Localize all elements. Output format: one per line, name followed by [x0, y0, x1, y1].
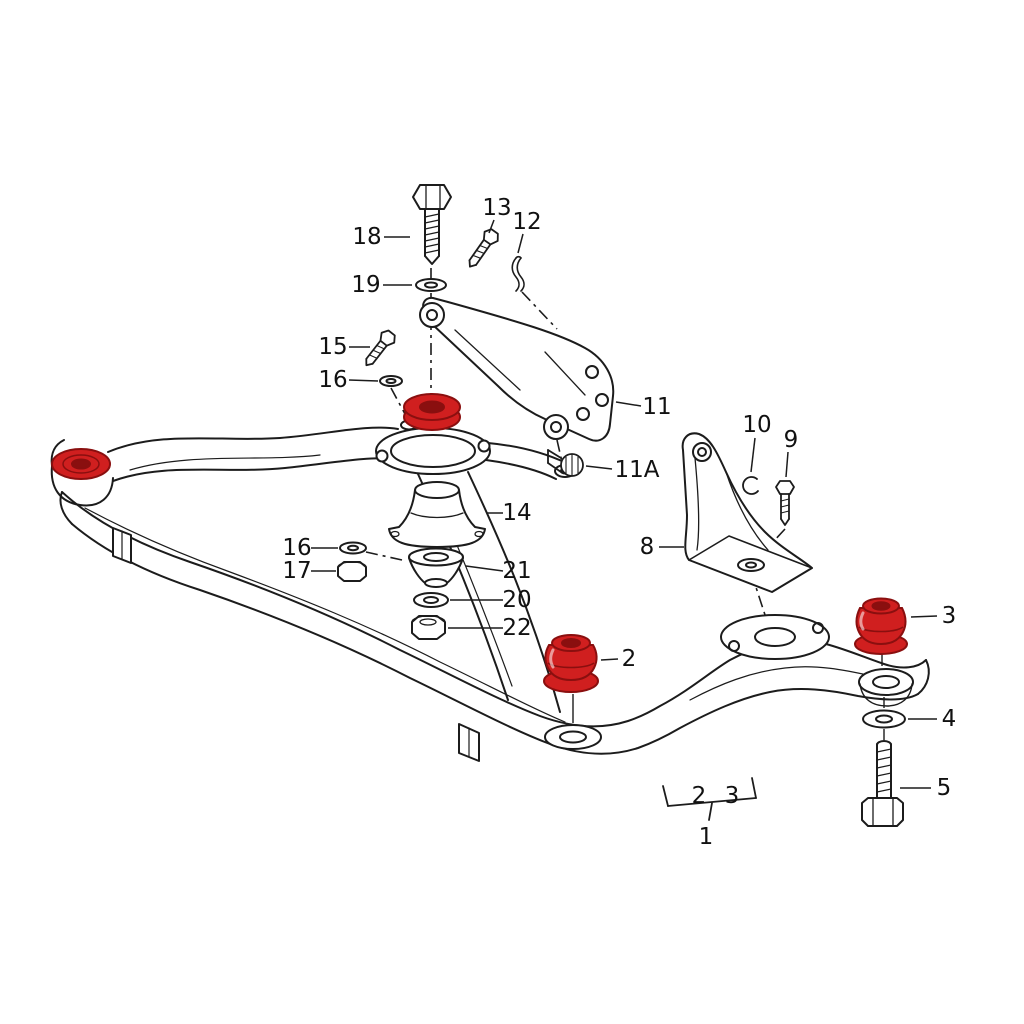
part-label-8: 8: [640, 534, 655, 560]
part-label-11a: 11A: [614, 457, 659, 483]
bolt-11a: [547, 449, 584, 477]
part-label-9: 9: [784, 427, 799, 453]
leader-line-12: [517, 233, 524, 254]
bolt-18: [412, 184, 452, 265]
bolt-5: [861, 740, 904, 827]
leader-line-10: [750, 437, 756, 473]
leader-line-11a: [585, 465, 613, 470]
bushing-3-highlight: [854, 597, 908, 655]
part-label-21: 21: [502, 558, 531, 584]
bushing-2-highlight: [543, 634, 599, 693]
group-bracket-1: [662, 777, 757, 821]
part-label-12: 12: [512, 209, 541, 235]
part-label-1: 1: [699, 824, 714, 850]
part-label-15: 15: [318, 334, 347, 360]
part-label-16-top: 16: [318, 367, 347, 393]
part-label-17: 17: [282, 558, 311, 584]
washer-20: [413, 592, 449, 608]
leader-line-3: [910, 615, 938, 618]
cotter-pin-12: [511, 255, 525, 292]
leader-line-21: [465, 565, 504, 572]
part-label-14: 14: [502, 500, 531, 526]
axis-lines-thin: [572, 652, 885, 740]
washer-19: [415, 278, 447, 292]
leader-line-11: [615, 401, 642, 407]
part-label-18: 18: [352, 224, 381, 250]
subframe-right-mount-flange: [720, 614, 914, 707]
leader-line-9: [785, 451, 789, 478]
leader-line-16-top: [348, 379, 379, 382]
part-label-4: 4: [942, 706, 957, 732]
part-label-10: 10: [742, 412, 771, 438]
bracket-8: [681, 432, 813, 593]
clip-10: [742, 476, 759, 495]
bolt-13: [468, 228, 499, 268]
left-subframe-bushing-highlight: [51, 448, 111, 480]
part-label-22: 22: [502, 615, 531, 641]
part-label-3: 3: [942, 603, 957, 629]
washer-4: [862, 709, 906, 729]
bolt-9: [775, 480, 795, 526]
nut-22: [411, 615, 446, 640]
part-label-2: 2: [622, 646, 637, 672]
bolt-15: [365, 329, 396, 367]
engine-mount-14: [388, 481, 486, 548]
washer-16-upper: [379, 375, 403, 387]
part-label-5: 5: [937, 775, 952, 801]
center-mount-bushing-highlight: [403, 393, 461, 431]
part-label-19: 19: [351, 272, 380, 298]
part-label-20: 20: [502, 587, 531, 613]
part-label-3-bracket: 3: [725, 783, 740, 809]
mount-cone-21: [408, 547, 464, 588]
part-label-11: 11: [642, 394, 671, 420]
washer-16-mid: [339, 541, 367, 555]
part-label-16-mid: 16: [282, 535, 311, 561]
part-label-2-bracket: 2: [692, 783, 707, 809]
leader-line-13: [488, 219, 495, 234]
bracket-11: [419, 296, 615, 442]
nut-17: [337, 561, 367, 582]
part-label-13: 13: [482, 195, 511, 221]
leader-line-2: [600, 658, 619, 661]
subframe-lower-beam: [59, 491, 930, 762]
center-mount-flange: [375, 427, 491, 475]
